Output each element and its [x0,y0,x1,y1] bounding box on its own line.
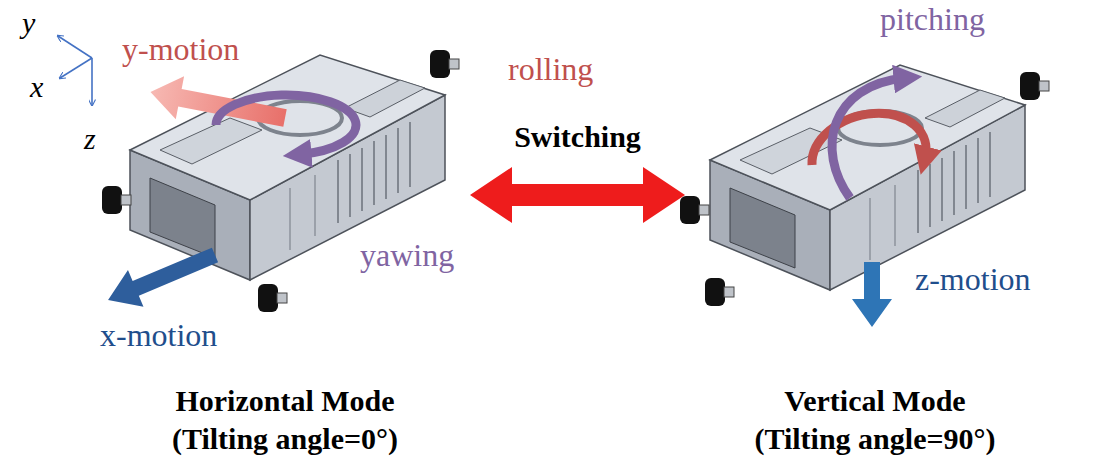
mode-title: Vertical Mode [784,382,965,420]
axis-triad [58,36,92,105]
y-motion-arrow-part [146,70,289,139]
motion-label: x-motion [100,318,217,353]
mode-subtitle: (Tilting angle=90°) [754,420,995,458]
axis-label: z [84,122,96,155]
mode-subtitle: (Tilting angle=0°) [172,420,398,458]
stage-device-vertical-part [710,65,1025,290]
z-motion-arrow [852,262,892,327]
motion-label: yawing [360,238,454,273]
stage-device-vertical-part [680,196,709,224]
pitching-arrow [832,78,905,198]
stage-device-vertical-part [1020,72,1049,100]
motion-label: y-motion [122,32,239,67]
motion-label: pitching [880,2,985,37]
axis-triad-part [60,58,92,78]
mode-title: Horizontal Mode [175,382,394,420]
motion-label: rolling [508,52,593,87]
yawing-arrow [216,95,356,154]
axis-label: y [22,6,35,39]
stage-device-horizontal-part [258,284,287,312]
x-motion-arrow [100,237,222,319]
stage-device-horizontal-part [430,50,459,78]
stage-device-vertical-part [705,278,734,306]
axis-triad-part [58,36,92,58]
mode-panel: Vertical Mode(Tilting angle=90°) [685,20,1065,465]
motion-label: z-motion [915,262,1031,297]
axis-label: x [30,70,43,103]
switch-arrow [470,167,685,223]
axis-triad-part [91,58,93,105]
stage-device-horizontal-part [102,186,131,214]
x-motion-arrow-part [100,237,222,319]
edge-label: Switching [514,120,641,153]
y-motion-arrow [146,70,289,139]
z-motion-arrow-part [852,262,892,327]
